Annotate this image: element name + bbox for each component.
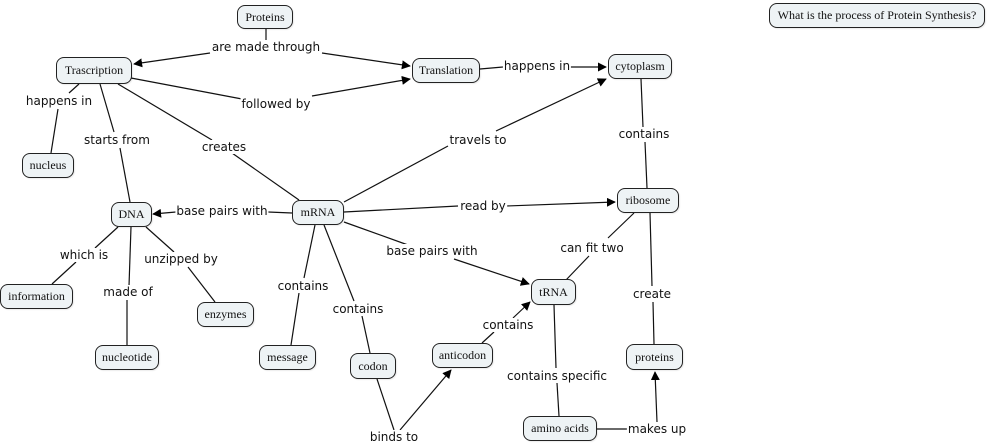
link-made-of[interactable]: made of <box>102 285 154 299</box>
node-trna[interactable]: tRNA <box>531 279 576 305</box>
link-contains-codon[interactable]: contains <box>331 302 385 316</box>
node-amino-acids[interactable]: amino acids <box>523 416 597 441</box>
arrow-followed-translation <box>311 75 411 97</box>
connector-create-proteins <box>652 301 655 345</box>
arrow-to-transcription <box>133 52 211 68</box>
connector-contains-message <box>290 292 300 346</box>
connector-mrna-readby <box>343 205 459 213</box>
connector-trna-containsspecific <box>553 304 557 369</box>
link-binds-to[interactable]: binds to <box>368 430 420 444</box>
connector-translation-happens <box>479 66 504 70</box>
link-contains-specific[interactable]: contains specific <box>506 369 608 383</box>
connector-cytoplasm-contains <box>640 78 644 128</box>
connector-happens-nucleus <box>50 108 59 154</box>
link-which-is[interactable]: which is <box>58 248 110 262</box>
link-unzipped-by[interactable]: unzipped by <box>143 252 219 266</box>
link-read-by[interactable]: read by <box>459 199 507 213</box>
connector-creates-mrna <box>231 152 300 201</box>
connector-codon-bindsto <box>376 378 395 431</box>
connector-dna-whichis <box>94 226 119 249</box>
connector-anticodon-contains <box>481 331 495 344</box>
link-contains-anticodon-trna[interactable]: contains <box>481 318 535 332</box>
connector-mrna-basepairs-trna <box>343 221 409 246</box>
node-transcription[interactable]: Trascription <box>56 57 132 84</box>
node-cytoplasm[interactable]: cytoplasm <box>608 54 672 79</box>
arrow-travels-cytoplasm <box>495 78 607 132</box>
link-happens-in-translation[interactable]: happens in <box>502 59 572 73</box>
focus-question[interactable]: What is the process of Protein Synthesis… <box>769 3 985 28</box>
arrow-basepairs-trna <box>453 258 530 286</box>
connector-mrna-contains-msg <box>303 224 316 279</box>
connector-transcription-starts <box>99 83 115 133</box>
connector-whichis-information <box>51 261 77 285</box>
connector-unzipped-enzymes <box>187 266 216 303</box>
connector-mrna-basepairs-dna <box>267 211 293 214</box>
arrow-bindsto-anticodon <box>399 369 452 431</box>
node-mrna[interactable]: mRNA <box>292 200 344 225</box>
link-base-pairs-with-trna[interactable]: base pairs with <box>385 244 479 258</box>
connector-dna-madeof <box>128 226 132 287</box>
link-creates[interactable]: creates <box>200 140 248 154</box>
connector-contains-ribosome <box>644 141 648 189</box>
connector-dna-unzipped <box>145 226 175 253</box>
link-create[interactable]: create <box>631 287 673 301</box>
connector-ribosome-create <box>649 212 653 287</box>
node-dna[interactable]: DNA <box>111 202 152 227</box>
arrow-made-through-translation <box>321 52 411 70</box>
link-base-pairs-with-dna[interactable]: base pairs with <box>175 204 269 218</box>
arrow-makesup-proteins <box>650 371 660 423</box>
connector-containsspecific-aminoacids <box>556 382 560 417</box>
connector-canfit-trna <box>565 255 590 281</box>
node-message[interactable]: message <box>259 345 316 370</box>
arrow-basepairs-dna <box>152 208 177 218</box>
node-information[interactable]: information <box>0 284 73 309</box>
link-happens-in-transcription[interactable]: happens in <box>24 94 94 108</box>
connector-starts-dna <box>119 147 131 203</box>
link-starts-from[interactable]: starts from <box>83 133 151 147</box>
connector-contains-codon <box>361 315 371 354</box>
link-contains-cytoplasm-ribosome[interactable]: contains <box>617 127 671 141</box>
link-can-fit-two[interactable]: can fit two <box>559 241 625 255</box>
link-followed-by[interactable]: followed by <box>240 97 312 111</box>
link-contains-message[interactable]: contains <box>276 279 330 293</box>
connector-mrna-contains-codon <box>323 224 355 302</box>
arrow-readby-ribosome <box>505 197 616 207</box>
connector-mrna-travels <box>343 145 449 203</box>
arrow-contains-trna <box>512 301 531 319</box>
connector-ribosome-canfit <box>607 212 635 239</box>
link-travels-to[interactable]: travels to <box>448 133 508 147</box>
node-proteins-top[interactable]: Proteins <box>237 5 293 29</box>
node-codon[interactable]: codon <box>350 353 396 379</box>
node-translation[interactable]: Translation <box>412 58 480 83</box>
link-makes-up[interactable]: makes up <box>626 422 688 436</box>
link-are-made-through[interactable]: are made through <box>210 40 322 54</box>
connector-transcription-happens <box>68 83 80 94</box>
node-enzymes[interactable]: enzymes <box>197 302 254 327</box>
node-proteins[interactable]: proteins <box>626 344 683 370</box>
node-anticodon[interactable]: anticodon <box>432 343 493 368</box>
node-nucleus[interactable]: nucleus <box>22 153 74 178</box>
node-nucleotide[interactable]: nucleotide <box>95 345 159 370</box>
node-ribosome[interactable]: ribosome <box>617 188 679 213</box>
connector-transcription-followed <box>130 77 243 100</box>
connector-transcription-creates <box>117 83 213 141</box>
